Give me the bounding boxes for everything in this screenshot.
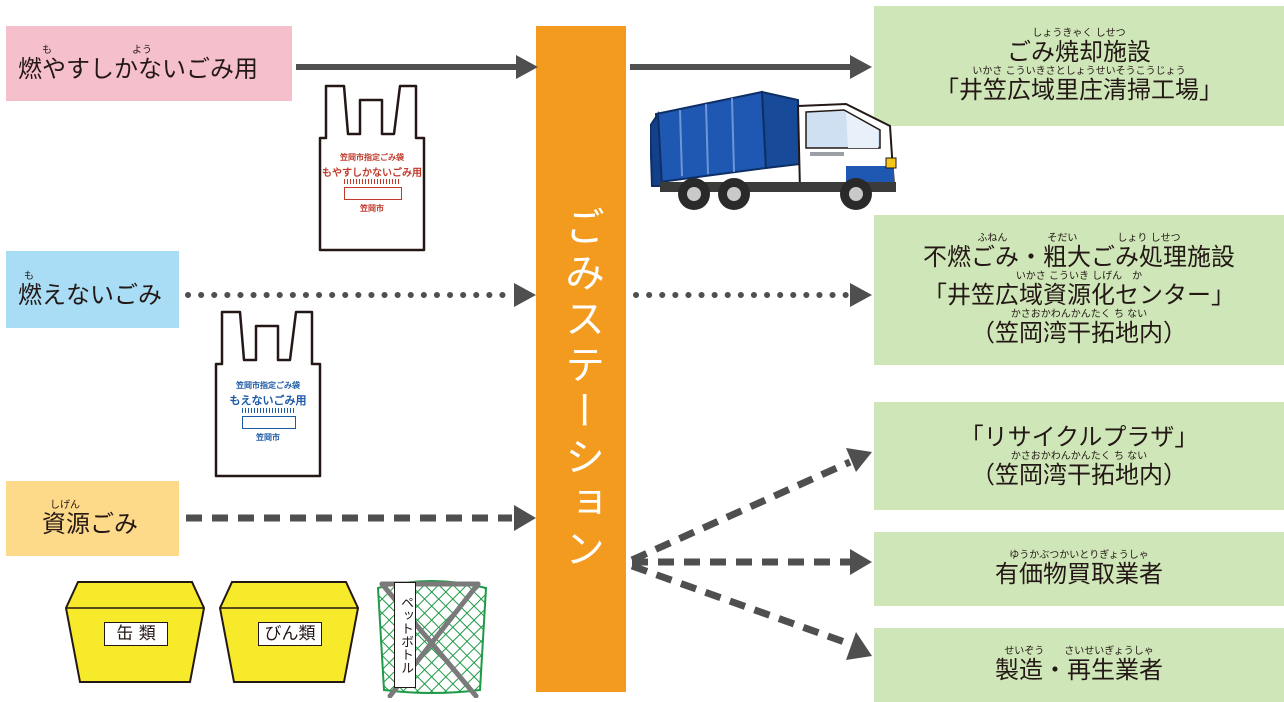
burnable-bag-city: 笠岡市 <box>360 204 384 213</box>
dest-manufacturers: せいぞう さいせいぎょうしゃ 製造・再生業者 <box>874 628 1284 702</box>
nonburnable-bag-namebox <box>242 416 296 429</box>
arrowhead-station-to-recycle <box>846 448 872 472</box>
burnable-bag: 笠岡市指定ごみ袋 もやすしかないごみ用 笠岡市 <box>316 78 428 256</box>
arrowhead-station-to-manufacturers <box>846 632 872 660</box>
arrowhead-burnable-to-station <box>516 55 538 79</box>
dest-incinerator-ruby2: いかさ こういきさとしょうせいそうこうじょう <box>972 66 1186 77</box>
dest-nonburnable-ruby2: いかさ こういき しげん か <box>1015 271 1143 282</box>
source-nonburnable-label: 燃えないごみ <box>18 281 162 309</box>
nonburnable-bag-stripes <box>242 408 294 413</box>
dest-nonburnable-line3: （笠岡湾干拓地内） <box>971 319 1187 347</box>
source-burnable-label: 燃やすしかないごみ用 <box>18 55 258 83</box>
dest-nonburnable-facility: ふねん そだい しょり しせつ 不燃ごみ・粗大ごみ処理施設 いかさ こういき し… <box>874 215 1284 365</box>
can-bin: 缶 類 <box>64 578 206 684</box>
net-icon <box>376 580 488 699</box>
bag-illustration <box>318 84 426 252</box>
garbage-station: ごみステーション <box>536 26 626 692</box>
dest-incinerator: しょうきゃく しせつ ごみ焼却施設 いかさ こういきさとしょうせいそうこうじょう… <box>874 6 1284 126</box>
source-resource-label: 資源ごみ <box>42 510 138 538</box>
dest-recycle-plaza: 「リサイクルプラザ」 かさおかわんかんたく ち ない （笠岡湾干拓地内） <box>874 402 1284 510</box>
dest-nonburnable-ruby1: ふねん そだい しょり しせつ <box>977 233 1181 244</box>
garbage-station-label: ごみステーション <box>558 206 604 574</box>
dest-incinerator-line2: 「井笠広域里庄清掃工場」 <box>935 76 1223 104</box>
dest-nonburnable-line1: 不燃ごみ・粗大ごみ処理施設 <box>923 243 1235 271</box>
dest-nonburnable-ruby3: かさおかわんかんたく ち ない <box>1010 309 1148 320</box>
arrowhead-station-to-nonburnable-facility <box>850 283 872 307</box>
dest-dealers: ゆうかぶつかいとりぎょうしゃ 有価物買取業者 <box>874 532 1284 606</box>
garbage-truck-icon <box>650 90 897 210</box>
dest-recycle-line2: （笠岡湾干拓地内） <box>971 460 1187 489</box>
nonburnable-bag-type: もえないごみ用 <box>229 394 307 407</box>
source-nonburnable: も 燃えないごみ <box>6 251 179 328</box>
dest-manufacturers-line1: 製造・再生業者 <box>995 656 1163 684</box>
dest-incinerator-ruby1: しょうきゃく しせつ <box>1032 28 1126 39</box>
burnable-bag-type: もやすしかないごみ用 <box>322 168 422 179</box>
dest-dealers-ruby: ゆうかぶつかいとりぎょうしゃ <box>1009 550 1149 561</box>
pet-label: ペットボトル <box>394 582 416 688</box>
arrowhead-station-to-dealers <box>850 549 872 575</box>
source-resource-ruby: しげん <box>50 500 80 511</box>
dest-incinerator-line1: ごみ焼却施設 <box>1007 38 1151 66</box>
dest-nonburnable-line2: 「井笠広域資源化センター」 <box>923 281 1235 309</box>
source-burnable-ruby: も よう <box>42 45 152 56</box>
bottle-bin: びん類 <box>218 578 360 684</box>
nonburnable-bag-citybag: 笠岡市指定ごみ袋 <box>236 381 300 390</box>
can-bin-label: 缶 類 <box>104 622 168 646</box>
dest-recycle-line1: 「リサイクルプラザ」 <box>959 422 1199 451</box>
burnable-bag-citybag: 笠岡市指定ごみ袋 <box>340 153 404 162</box>
nonburnable-bag: 笠岡市指定ごみ袋 もえないごみ用 笠岡市 <box>212 304 324 482</box>
dest-recycle-ruby2: かさおかわんかんたく ち ない <box>1010 450 1148 462</box>
source-burnable: も よう 燃やすしかないごみ用 <box>6 26 292 101</box>
arrowhead-nonburnable-to-station <box>514 283 536 307</box>
pet-net: ペットボトル <box>368 570 496 699</box>
source-resource: しげん 資源ごみ <box>6 481 179 556</box>
arrowhead-station-to-incinerator <box>850 55 872 79</box>
burnable-bag-namebox <box>344 187 402 200</box>
arrow-station-to-recycle <box>630 458 852 564</box>
burnable-bag-stripes <box>344 179 400 184</box>
bottle-bin-label: びん類 <box>258 622 322 646</box>
dest-manufacturers-ruby: せいぞう さいせいぎょうしゃ <box>1004 646 1154 657</box>
bag-illustration <box>214 310 322 478</box>
source-nonburnable-ruby: も <box>24 271 34 282</box>
nonburnable-bag-city: 笠岡市 <box>256 433 280 442</box>
dest-dealers-line1: 有価物買取業者 <box>995 560 1163 588</box>
arrow-station-to-manufacturers <box>630 562 852 648</box>
arrowhead-resource-to-station <box>514 505 536 531</box>
